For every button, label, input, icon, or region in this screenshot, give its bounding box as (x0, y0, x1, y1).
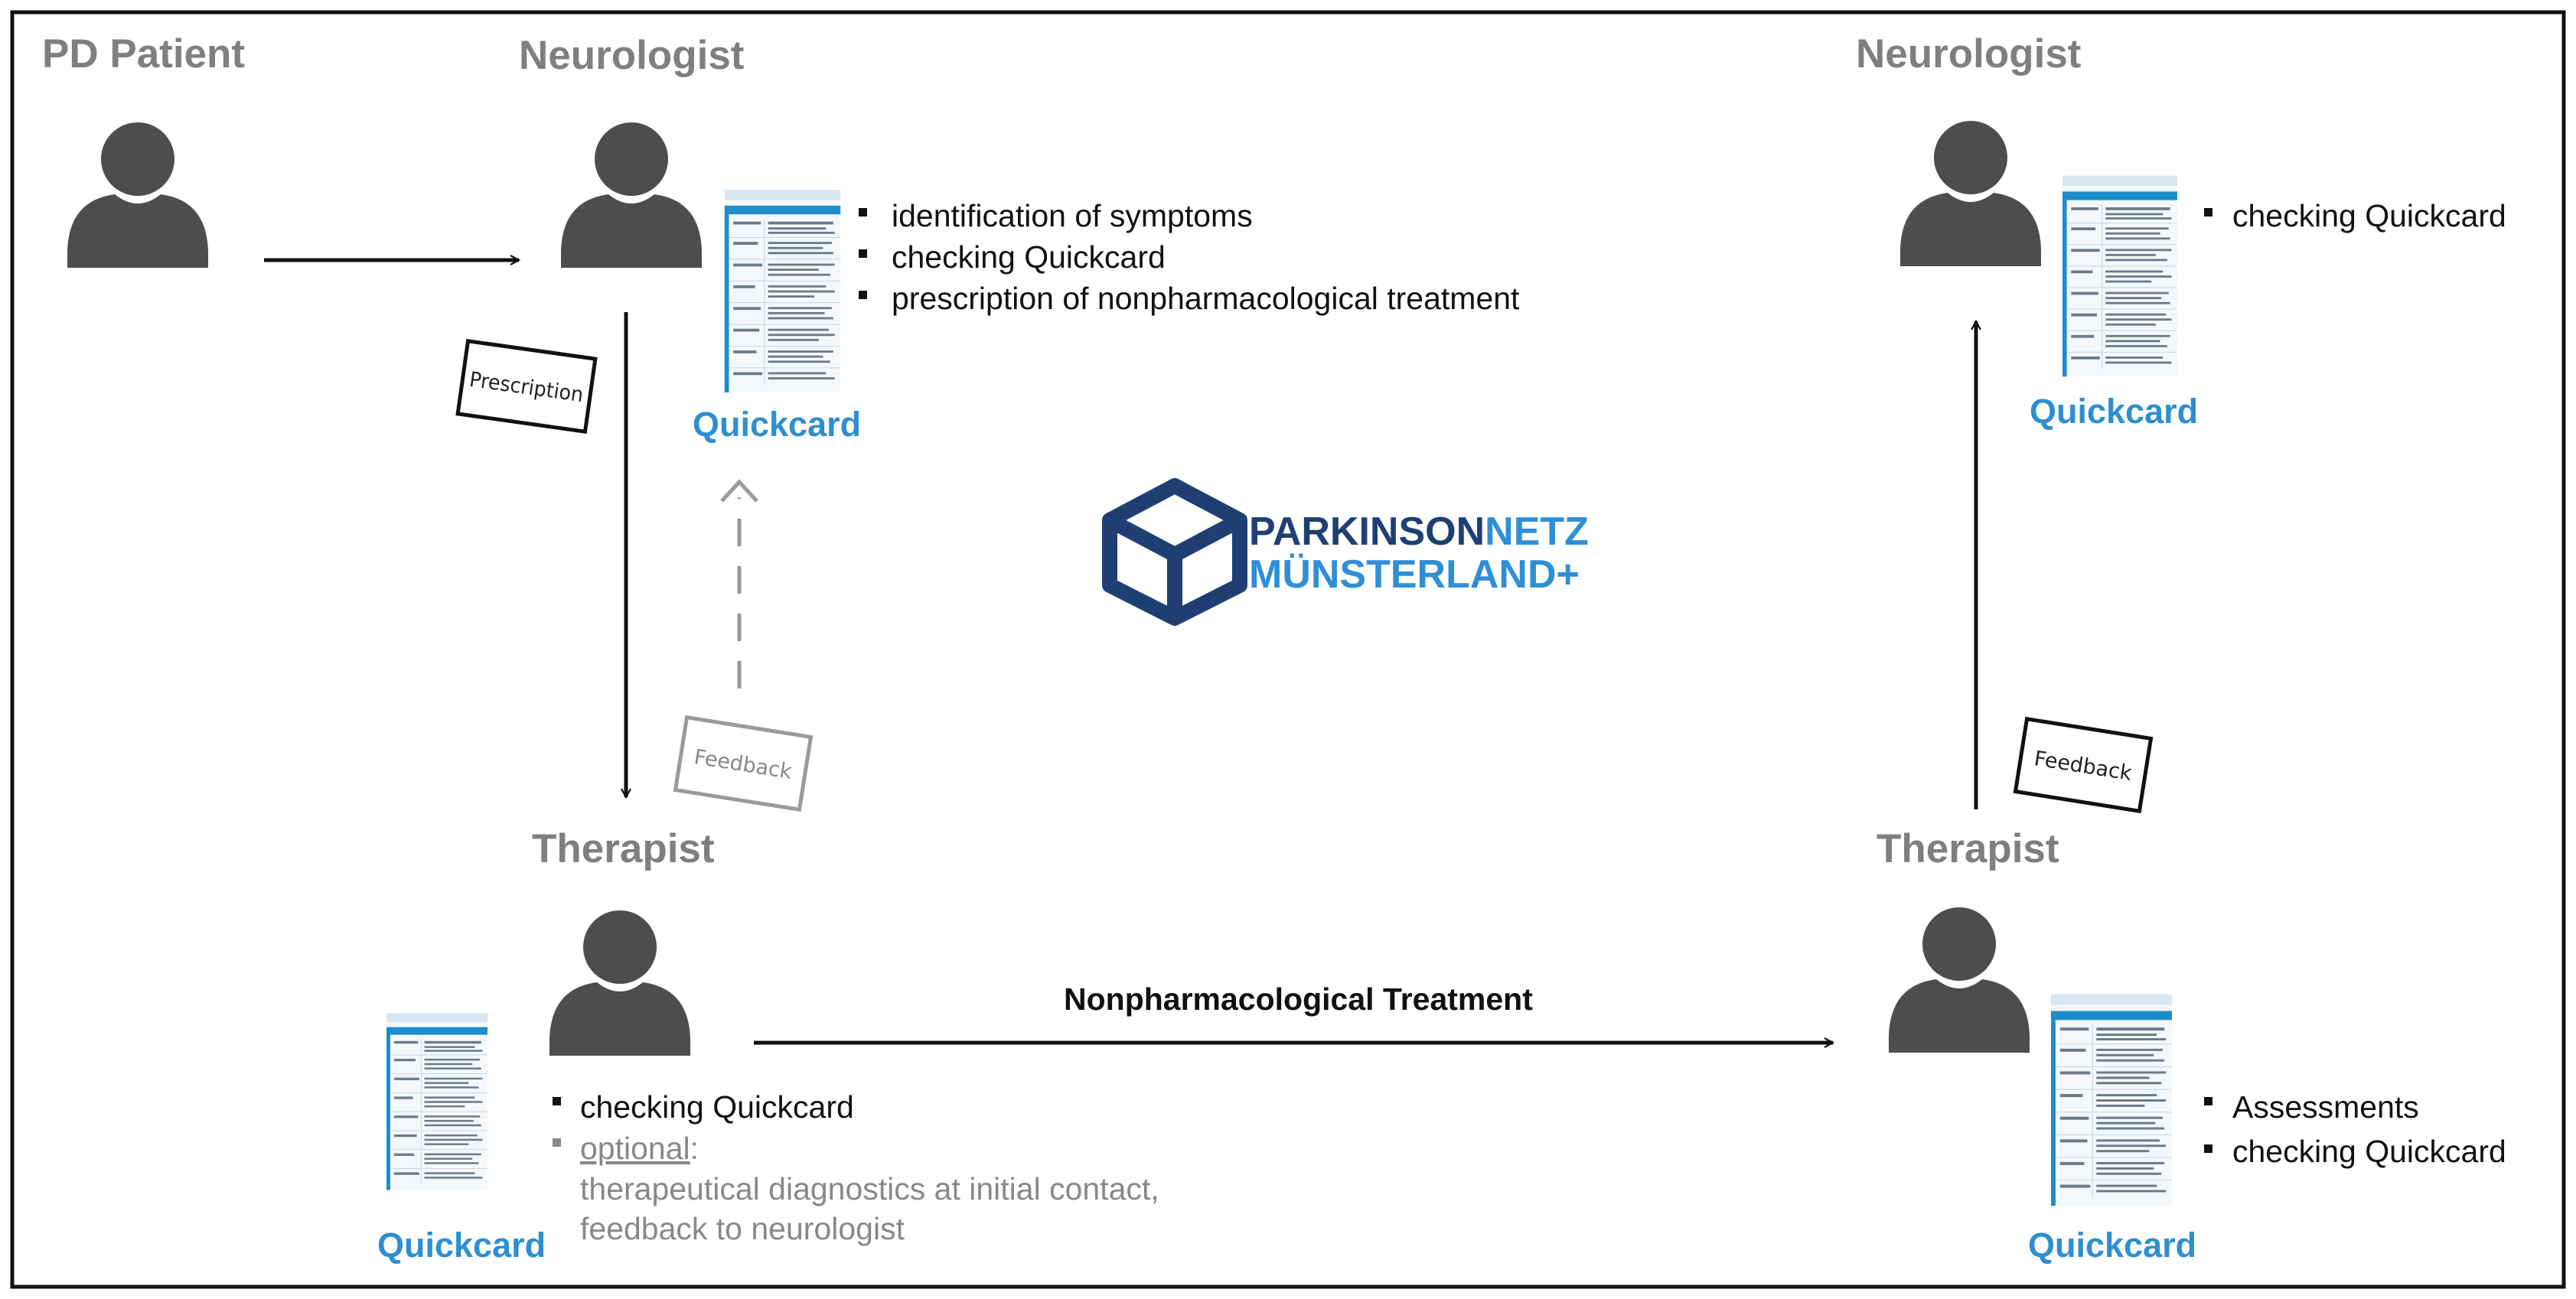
therapist-left-person-icon (549, 910, 690, 1056)
neurologist-right-person-icon (1900, 121, 2041, 266)
logo-line-1: PARKINSONNETZ (1249, 510, 1589, 554)
logo-line-2: MÜNSTERLAND+ (1249, 552, 1580, 597)
neurologist-right-task-list: checking Quickcard (2204, 198, 2506, 233)
therapist-right-task-list: Assessments checking Quickcard (2204, 1089, 2506, 1169)
optional-label: optional (580, 1131, 690, 1166)
logo-cube-icon (1102, 478, 1247, 626)
dashed-arrow-head (720, 479, 758, 503)
prescription-document: Prescription (455, 338, 598, 435)
logo-parkinson: PARKINSON (1249, 510, 1485, 554)
neurologist-right-quickcard-icon (2062, 175, 2177, 377)
neurologist-left-person-icon (561, 122, 702, 268)
therapist-left-optional-label: optional: (580, 1131, 699, 1166)
feedback-document-black: Feedback (2013, 716, 2154, 814)
neurologist-left-quickcard-icon (724, 190, 841, 392)
therapist-left-optional-line-2: feedback to neurologist (580, 1211, 905, 1246)
neurologist-left-task-1: identification of symptoms (892, 198, 1253, 233)
role-therapist-left: Therapist (532, 826, 715, 871)
parkinsonnetz-logo: PARKINSONNETZ MÜNSTERLAND+ (1102, 478, 1589, 626)
neurologist-left-task-list: identification of symptoms checking Quic… (859, 198, 1520, 316)
therapist-right-task-1: Assessments (2232, 1089, 2419, 1125)
neurologist-left-task-2: checking Quickcard (892, 239, 1166, 275)
therapist-left-task-1: checking Quickcard (580, 1089, 854, 1125)
diagram-frame (10, 10, 2566, 1289)
role-therapist-right: Therapist (1877, 826, 2059, 871)
neurologist-right-quickcard-label: Quickcard (2030, 392, 2198, 431)
therapist-left-quickcard-icon (386, 1012, 487, 1191)
feedback-document-gray: Feedback (673, 715, 814, 812)
neurologist-left-task-3: prescription of nonpharmacological treat… (892, 281, 1520, 316)
therapist-right-quickcard-label: Quickcard (2028, 1226, 2196, 1265)
therapist-left-quickcard-label: Quickcard (377, 1226, 546, 1265)
pd-patient-person-icon (67, 122, 208, 268)
role-pd-patient: PD Patient (42, 31, 245, 77)
therapist-right-quickcard-icon (2051, 994, 2172, 1206)
neurologist-right-task-1: checking Quickcard (2232, 198, 2506, 233)
role-neurologist-left: Neurologist (519, 33, 744, 78)
role-neurologist-right: Neurologist (1856, 31, 2081, 77)
therapist-left-optional-line-1: therapeutical diagnostics at initial con… (580, 1171, 1159, 1206)
therapist-right-person-icon (1889, 907, 2030, 1053)
logo-netz: NETZ (1485, 510, 1589, 554)
therapist-right-task-2: checking Quickcard (2232, 1134, 2506, 1169)
neurologist-left-quickcard-label: Quickcard (693, 405, 861, 444)
optional-colon: : (690, 1131, 699, 1166)
therapist-left-task-list: checking Quickcard optional: therapeutic… (553, 1089, 1159, 1246)
treatment-label: Nonpharmacological Treatment (1064, 982, 1533, 1017)
